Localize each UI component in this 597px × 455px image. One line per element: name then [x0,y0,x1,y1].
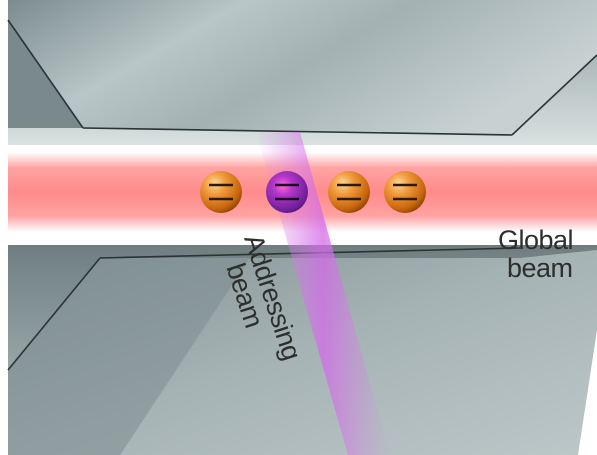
ion-unaddressed [384,171,426,213]
ion-chain [200,171,426,213]
bottom-electrode [7,245,597,455]
global-beam-label: Global [498,225,573,255]
ion-unaddressed [328,171,370,213]
global-beam-label: beam [507,253,573,283]
ion-unaddressed [200,171,242,213]
top-electrode [7,0,597,145]
ion-addressed [266,171,308,213]
